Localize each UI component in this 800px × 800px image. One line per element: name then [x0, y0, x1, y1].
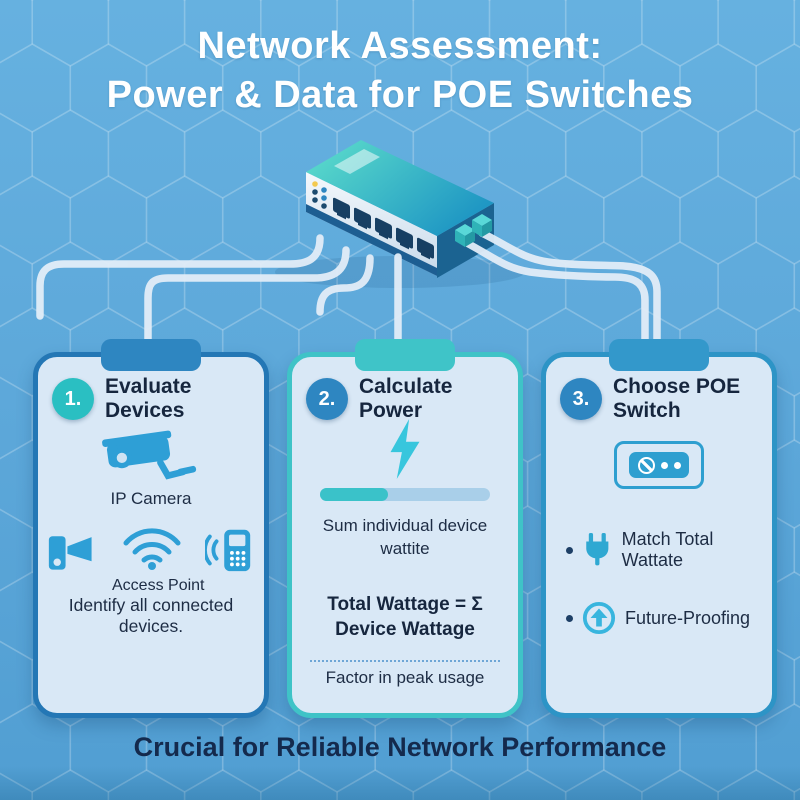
- page-title: Network Assessment: Power & Data for POE…: [0, 22, 800, 121]
- bullet-dot: [566, 546, 573, 554]
- title-line-1: Network Assessment:: [197, 25, 603, 67]
- power-progress-bar: [320, 488, 490, 501]
- card-evaluate-devices: 1. Evaluate Devices IP Camera: [33, 339, 269, 718]
- mini-switch-icon: [614, 441, 704, 489]
- switch-top-label: [334, 149, 380, 174]
- cable-to-card-1: [144, 246, 350, 360]
- card-choose-poe-switch: 3. Choose POE Switch: [541, 339, 777, 718]
- card-calculate-power: 2. Calculate Power Sum individual device…: [287, 339, 523, 718]
- bullet-2-label: Future-Proofing: [625, 607, 751, 628]
- step-1-description: Identify all connected devices.: [68, 595, 234, 636]
- access-point-label: Access Point: [112, 577, 205, 594]
- card-2-clip-tab: [355, 339, 455, 371]
- power-plug-icon: [586, 532, 609, 566]
- ethernet-port-icons: [333, 197, 434, 260]
- wifi-icon: [123, 528, 181, 570]
- bullet-1-label: Match Total Wattate: [621, 529, 714, 570]
- wattage-formula: Total Wattage = Σ Device Wattage: [327, 594, 483, 640]
- intercom-speaker-icon: [48, 536, 92, 570]
- card-3-clip-tab: [609, 339, 709, 371]
- port-dot-icon: [660, 461, 668, 469]
- future-up-arrow-icon: [582, 601, 616, 635]
- cctv-camera-icon: [102, 430, 197, 480]
- step-3-title: Choose POE Switch: [613, 375, 741, 422]
- bullet-future-proofing: Future-Proofing: [566, 601, 764, 635]
- step-2-title: Calculate Power: [359, 375, 453, 422]
- cable-to-card-3b: [478, 229, 661, 360]
- dotted-divider: [310, 660, 500, 662]
- led-indicator-icons: [312, 181, 327, 209]
- voip-phone-icon: [205, 529, 251, 572]
- cable-stub-left: [36, 234, 324, 320]
- power-progress-fill: [320, 488, 388, 501]
- bottom-shade: [0, 766, 800, 800]
- title-line-2: Power & Data for POE Switches: [106, 74, 694, 117]
- footer-tagline: Crucial for Reliable Network Performance: [133, 732, 667, 762]
- step-2-badge: 2.: [306, 378, 348, 420]
- step-2-summary: Sum individual device wattite: [322, 516, 488, 558]
- network-cables: [36, 229, 661, 378]
- uplink-connector-icons: [455, 214, 492, 247]
- lightning-bolt-icon: [390, 419, 420, 479]
- card-1-clip-tab: [101, 339, 201, 371]
- mini-switch-faceplate: [629, 452, 689, 478]
- step-3-badge: 3.: [560, 378, 602, 420]
- port-dot-icon: [673, 461, 681, 469]
- cable-stub-middle: [316, 254, 374, 316]
- power-symbol-icon: [637, 456, 655, 474]
- cable-to-card-3a: [461, 238, 649, 360]
- ip-camera-label: IP Camera: [110, 489, 192, 508]
- bullet-dot: [566, 614, 573, 622]
- step-2-note: Factor in peak usage: [325, 668, 485, 687]
- bullet-match-wattage: Match Total Wattate: [566, 529, 764, 571]
- step-1-title: Evaluate Devices: [105, 375, 192, 422]
- step-1-badge: 1.: [52, 378, 94, 420]
